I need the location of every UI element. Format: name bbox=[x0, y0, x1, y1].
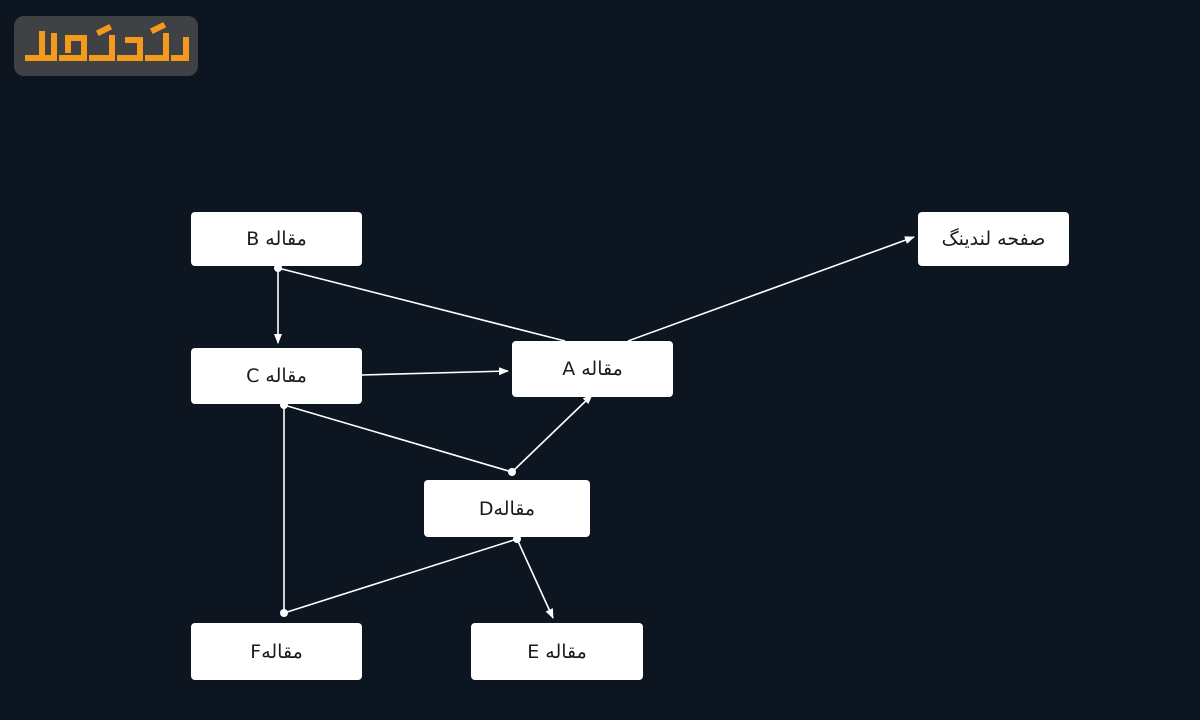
edge-a-to-landing bbox=[627, 236, 915, 342]
node-label: مقاله A bbox=[562, 358, 623, 380]
node-article-c: مقاله C bbox=[191, 348, 362, 404]
edge-c-to-d bbox=[283, 404, 513, 473]
brand-logo bbox=[14, 16, 198, 76]
connector-dot bbox=[508, 468, 516, 476]
connector-dot bbox=[513, 535, 521, 543]
edge-c-to-a bbox=[361, 367, 509, 376]
node-article-f: مقالهF bbox=[191, 623, 362, 680]
connector-dot bbox=[280, 609, 288, 617]
edge-d-to-a bbox=[511, 394, 593, 473]
node-article-b: مقاله B bbox=[191, 212, 362, 266]
node-article-a: مقاله A bbox=[512, 341, 673, 397]
node-label: مقاله B bbox=[246, 228, 307, 250]
node-landing-page: صفحه لندینگ bbox=[918, 212, 1069, 266]
connector-dot bbox=[274, 264, 282, 272]
edge-d-to-f bbox=[283, 538, 518, 614]
node-article-e: مقاله E bbox=[471, 623, 643, 680]
node-label: صفحه لندینگ bbox=[941, 228, 1046, 250]
edge-b-to-a bbox=[277, 267, 566, 342]
node-label: مقاله E bbox=[527, 640, 587, 663]
brand-logo-icon bbox=[25, 21, 189, 61]
node-label: مقالهF bbox=[250, 640, 303, 663]
node-label: مقاله C bbox=[246, 365, 307, 387]
edge-d-to-e bbox=[516, 538, 554, 619]
node-label: مقالهD bbox=[478, 497, 536, 520]
node-article-d: مقالهD bbox=[424, 480, 590, 537]
